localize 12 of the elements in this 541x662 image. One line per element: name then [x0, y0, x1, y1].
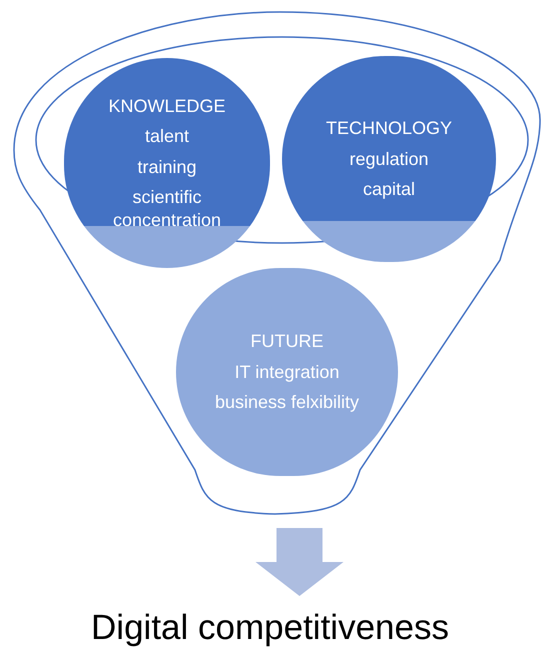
- result-text: Digital competitiveness: [91, 607, 449, 650]
- circle-item: scientific concentration: [112, 186, 222, 232]
- circle-item: capital: [362, 178, 416, 201]
- circle-item: training: [136, 156, 198, 178]
- block-arrow: [256, 528, 344, 596]
- circle-heading: KNOWLEDGE: [107, 94, 227, 118]
- circle-item: talent: [144, 125, 190, 148]
- circle-item: business felxibility: [214, 391, 360, 414]
- circle-heading: TECHNOLOGY: [324, 117, 454, 140]
- circle-item: IT integration: [234, 360, 340, 384]
- circle-heading: FUTURE: [250, 330, 324, 353]
- circle-item: regulation: [348, 148, 430, 170]
